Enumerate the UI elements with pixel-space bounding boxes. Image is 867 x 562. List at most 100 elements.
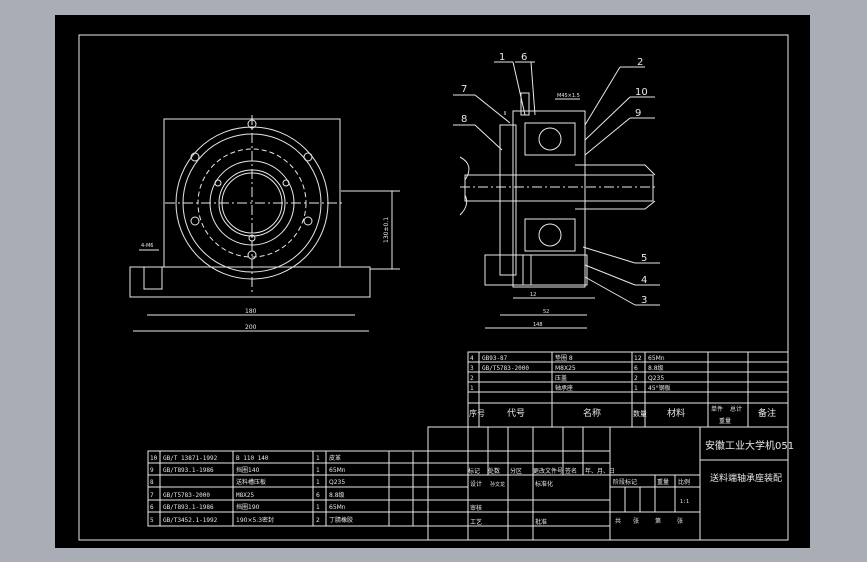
svg-text:12: 12: [634, 355, 642, 362]
parts-row: 10 GB/T 13871-1992 B 110 140 1 皮革: [150, 454, 341, 462]
svg-text:1: 1: [316, 467, 320, 474]
drawing-frame: [78, 34, 789, 541]
svg-text:GB/T893.1-1986: GB/T893.1-1986: [163, 504, 214, 511]
svg-text:45°钢板: 45°钢板: [648, 384, 671, 392]
drawing-sheet: 130±0.1 180 200 4-M6 M45×1.5 12 52 148: [55, 15, 810, 548]
cad-drawing: 130±0.1 180 200 4-M6 M45×1.5 12 52 148: [78, 34, 794, 541]
svg-text:Q235: Q235: [329, 479, 345, 486]
balloon-3: 3: [641, 295, 647, 306]
svg-text:压盖: 压盖: [555, 374, 567, 382]
svg-text:2: 2: [316, 517, 320, 524]
title-block: 标记 处数 分区 更改文件号 签名 年、月、日 设计 孙文龙 标准化 审核 工艺…: [427, 426, 794, 541]
balloon-9: 9: [635, 108, 641, 119]
svg-text:65Mn: 65Mn: [329, 504, 346, 511]
svg-text:名称: 名称: [583, 407, 601, 419]
svg-text:单件: 单件: [711, 405, 723, 413]
svg-text:序号: 序号: [469, 408, 485, 418]
svg-text:1: 1: [470, 385, 474, 392]
svg-text:代号: 代号: [507, 408, 525, 419]
svg-text:1: 1: [316, 479, 320, 486]
svg-text:65Mn: 65Mn: [648, 355, 665, 362]
svg-text:5: 5: [150, 517, 154, 524]
svg-text:比例: 比例: [678, 478, 690, 486]
svg-text:备注: 备注: [758, 407, 776, 419]
svg-text:张: 张: [633, 517, 639, 525]
svg-text:数量: 数量: [633, 409, 647, 418]
svg-text:1: 1: [316, 455, 320, 462]
parts-row: 9 GB/T893.1-1986 挡圈140 1 65Mn: [150, 466, 346, 474]
drawing-title: 送料端轴承座装配: [710, 472, 782, 484]
svg-text:GB/T893.1-1986: GB/T893.1-1986: [163, 467, 214, 474]
parts-row: 2 压盖 2 Q235: [470, 374, 664, 382]
svg-text:设计: 设计: [470, 480, 482, 488]
svg-text:2: 2: [634, 375, 638, 382]
svg-text:B 110 140: B 110 140: [236, 455, 269, 462]
svg-text:更改文件号: 更改文件号: [533, 467, 563, 475]
svg-text:8.8级: 8.8级: [648, 364, 664, 372]
svg-text:65Mn: 65Mn: [329, 467, 346, 474]
parts-row: 6 GB/T893.1-1986 挡圈190 1 65Mn: [150, 503, 346, 511]
svg-text:M8X25: M8X25: [555, 365, 576, 372]
balloon-7: 7: [461, 84, 467, 95]
svg-text:9: 9: [150, 467, 154, 474]
parts-list-lower: 10 GB/T 13871-1992 B 110 140 1 皮革 9 GB/T…: [147, 450, 469, 527]
school-name: 安徽工业大学机051: [705, 439, 794, 452]
svg-text:GB/T 13871-1992: GB/T 13871-1992: [163, 455, 218, 462]
dim-width-inner: 180: [245, 308, 257, 315]
svg-text:工艺: 工艺: [470, 518, 482, 526]
parts-row: 8 送料槽压板 1 Q235: [150, 478, 345, 486]
svg-text:材料: 材料: [667, 407, 685, 419]
dim-height: 130±0.1: [383, 217, 390, 243]
part-balloons: 1 6 2 10 9 7 8 5 4 3: [453, 52, 660, 306]
svg-text:处数: 处数: [488, 467, 500, 475]
svg-text:GB93-87: GB93-87: [482, 355, 508, 362]
svg-text:分区: 分区: [510, 467, 522, 475]
svg-text:轴承座: 轴承座: [555, 384, 573, 392]
dim-bottom-3: 148: [533, 322, 543, 328]
svg-text:第: 第: [655, 517, 661, 525]
svg-text:送料槽压板: 送料槽压板: [236, 478, 266, 486]
balloon-5: 5: [641, 253, 647, 264]
svg-text:审核: 审核: [470, 504, 482, 512]
svg-text:Q235: Q235: [648, 375, 664, 382]
svg-text:8.8级: 8.8级: [329, 491, 345, 499]
svg-text:GB/T5783-2000: GB/T5783-2000: [482, 365, 529, 372]
svg-text:批准: 批准: [535, 518, 547, 526]
dim-bottom-1: 12: [530, 292, 536, 298]
balloon-4: 4: [641, 275, 647, 286]
parts-list-upper: 4 GB93-87 垫圈 8 12 65Mn 3 GB/T5783-2000 M…: [467, 351, 789, 428]
designer-name: 孙文龙: [490, 481, 505, 488]
svg-text:垫圈 8: 垫圈 8: [555, 354, 573, 362]
svg-text:阶段标记: 阶段标记: [613, 478, 637, 486]
svg-text:年、月、日: 年、月、日: [585, 467, 615, 475]
dim-bottom-2: 52: [543, 309, 549, 315]
svg-text:1: 1: [316, 504, 320, 511]
svg-text:重量: 重量: [657, 478, 669, 486]
svg-text:1: 1: [634, 385, 638, 392]
side-view: 130±0.1 180 200 4-M6: [129, 115, 400, 332]
parts-row: 3 GB/T5783-2000 M8X25 6 8.8级: [470, 364, 664, 372]
svg-text:M8X25: M8X25: [236, 492, 254, 499]
svg-text:6: 6: [634, 365, 638, 372]
svg-text:3: 3: [470, 365, 474, 372]
dim-top: M45×1.5: [557, 93, 580, 99]
svg-text:标记: 标记: [468, 467, 480, 475]
balloon-10: 10: [635, 87, 648, 98]
svg-text:6: 6: [316, 492, 320, 499]
svg-text:标准化: 标准化: [535, 480, 553, 488]
svg-text:总计: 总计: [730, 405, 742, 413]
svg-text:190×5.3密封: 190×5.3密封: [236, 516, 274, 524]
parts-list-header: 序号 代号 名称 数量 材料 单件 总计 重量 备注: [469, 405, 776, 425]
parts-row: 5 GB/T3452.1-1992 190×5.3密封 2 丁腈橡胶: [150, 516, 353, 524]
svg-text:皮革: 皮革: [329, 454, 341, 462]
parts-row: 1 轴承座 1 45°钢板: [470, 384, 671, 392]
balloon-8: 8: [461, 114, 467, 125]
svg-text:6: 6: [150, 504, 154, 511]
dim-small: 4-M6: [141, 243, 153, 249]
svg-text:GB/T3452.1-1992: GB/T3452.1-1992: [163, 517, 218, 524]
section-view: M45×1.5 12 52 148: [459, 92, 656, 329]
svg-text:4: 4: [470, 355, 474, 362]
balloon-1: 1: [499, 52, 505, 63]
scale-value: 1:1: [680, 499, 689, 505]
parts-row: 4 GB93-87 垫圈 8 12 65Mn: [470, 354, 665, 362]
